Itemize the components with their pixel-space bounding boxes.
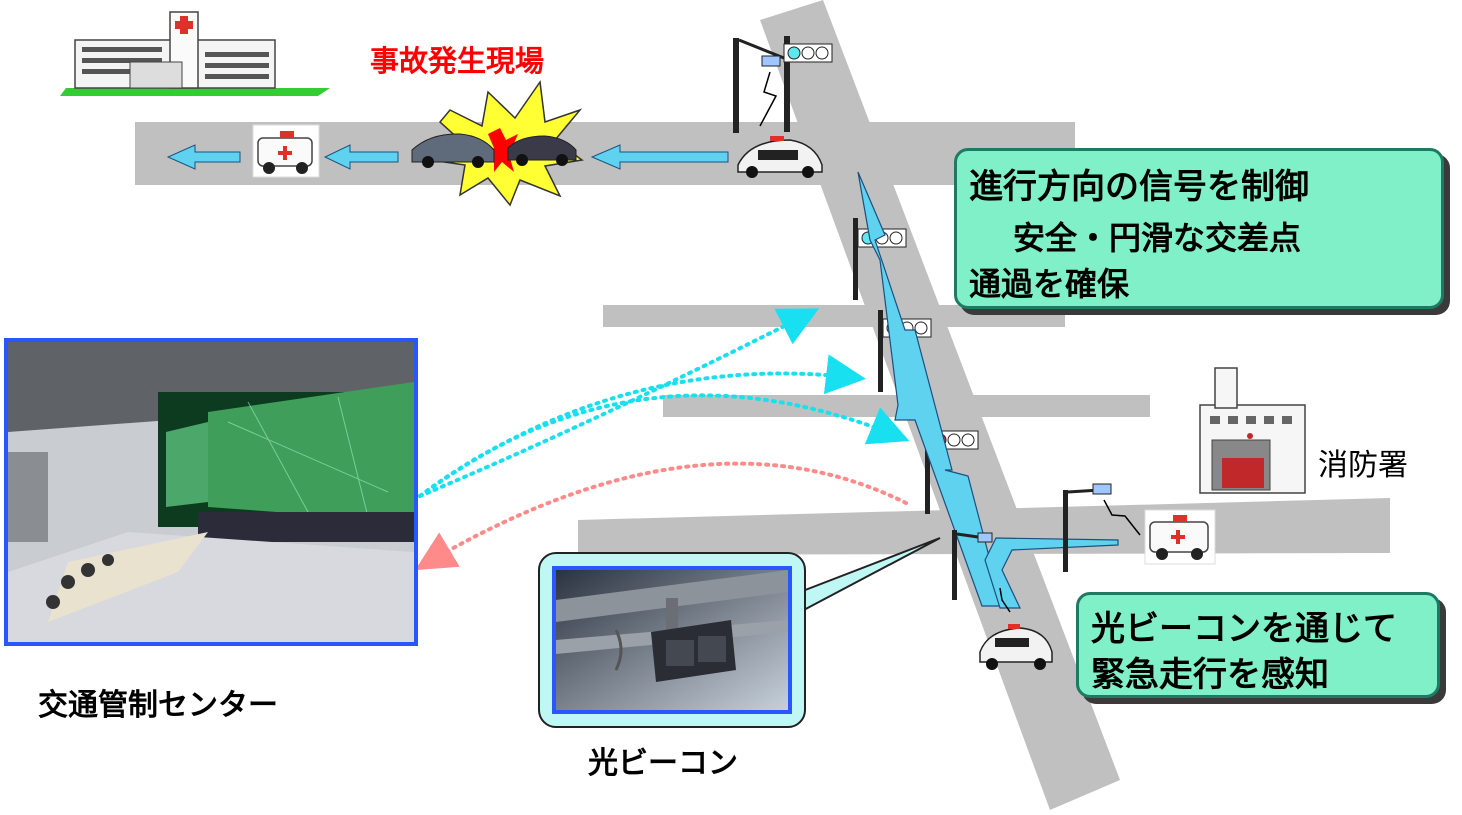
- optical-beacon-icon: [952, 530, 993, 600]
- ambulance-icon: [252, 124, 320, 178]
- optical-beacon-label: 光ビーコン: [588, 746, 738, 781]
- traffic-light-icon: [733, 36, 833, 133]
- beacon-detect-line2: 緊急走行を感知: [1091, 655, 1329, 695]
- police-car-icon: [979, 587, 1053, 670]
- uplink-arrows: [418, 308, 910, 498]
- accident-site-label: 事故発生現場: [370, 44, 545, 78]
- control-center-label: 交通管制センター: [38, 688, 278, 723]
- beacon-closeup-frame: [538, 552, 806, 728]
- signal-control-line1: 進行方向の信号を制御: [969, 167, 1309, 207]
- signal-control-line2: 安全・円滑な交差点: [1013, 219, 1302, 257]
- car-icon: [411, 133, 577, 168]
- fire-station-icon: [1199, 367, 1306, 494]
- optical-beacon-icon: [1063, 483, 1141, 572]
- signal-control-callout: 進行方向の信号を制御 安全・円滑な交差点 通過を確保: [954, 148, 1444, 309]
- fire-station-label: 消防署: [1318, 448, 1408, 483]
- signal-control-line3: 通過を確保: [969, 265, 1130, 303]
- optical-beacon-photo: [552, 566, 792, 714]
- control-center-photo: [4, 338, 418, 646]
- ambulance-icon: [1144, 509, 1216, 565]
- downlink-arrow: [415, 461, 908, 571]
- route-arrows-top: [166, 144, 729, 170]
- police-car-icon: [737, 136, 823, 178]
- hospital-icon: [60, 11, 330, 96]
- beacon-detect-line1: 光ビーコンを通じて: [1091, 609, 1397, 649]
- beacon-detect-callout: 光ビーコンを通じて 緊急走行を感知: [1076, 592, 1440, 698]
- road-mid-1: [603, 305, 1065, 327]
